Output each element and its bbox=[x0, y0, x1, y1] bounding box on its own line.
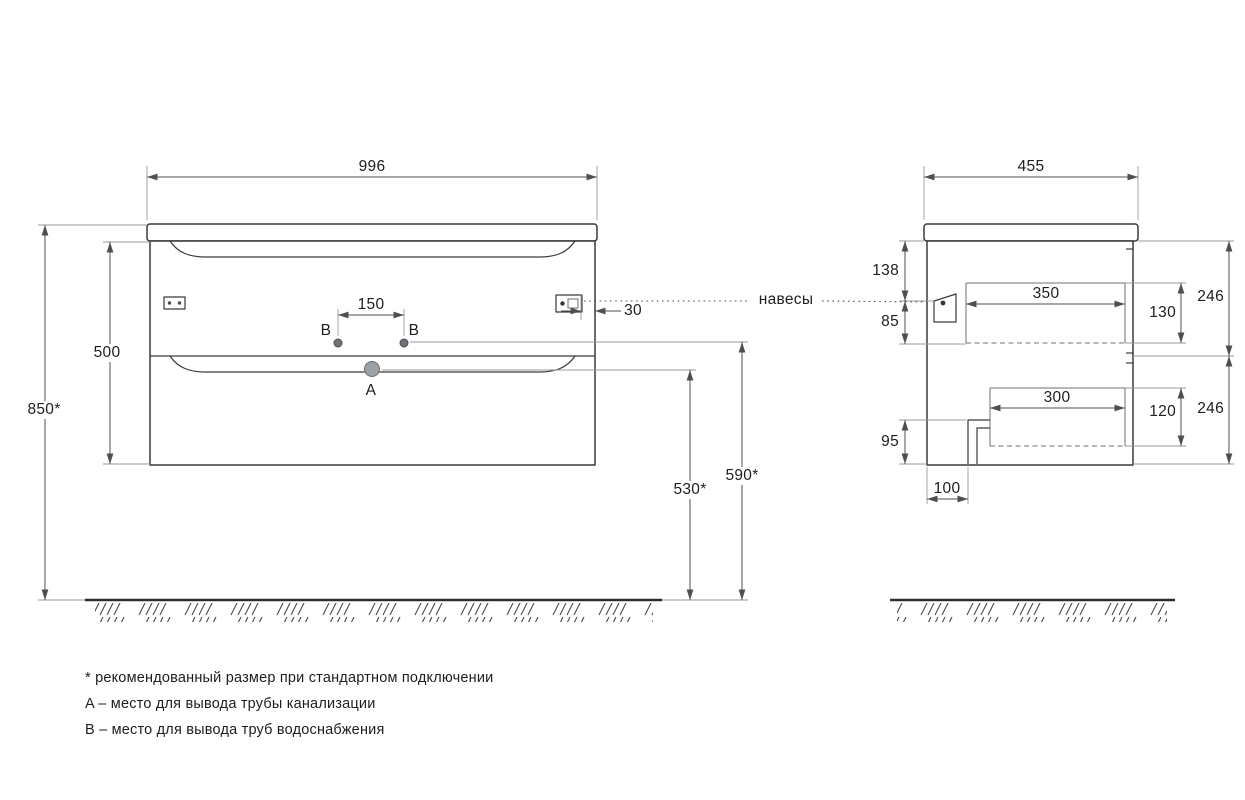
side-dimensions: 455 138 85 350 130 246 bbox=[872, 158, 1234, 504]
dim-bottom-drawer-height-label: 120 bbox=[1149, 403, 1176, 420]
hangers-callout: навесы bbox=[584, 291, 935, 308]
top-drawer-handle-groove bbox=[169, 240, 576, 258]
dim-width-label: 996 bbox=[359, 158, 386, 175]
footnote-b: B – место для вывода труб водоснабжения bbox=[85, 722, 385, 738]
dim-top-front-246: 246 bbox=[1133, 240, 1234, 357]
drain-outlet-hole-a bbox=[364, 361, 380, 377]
dim-top-drawer-depth-350: 350 bbox=[966, 285, 1125, 308]
floor-hatch-side bbox=[897, 603, 1167, 622]
dim-hanger-offset-label: 30 bbox=[624, 302, 642, 319]
wall-bracket-left bbox=[163, 296, 186, 310]
floor-hatch-front bbox=[95, 603, 653, 622]
water-outlet-hole-b-right bbox=[399, 338, 409, 348]
bottom-drawer-box bbox=[989, 387, 1126, 447]
floor-side bbox=[890, 598, 1175, 622]
label-a: A bbox=[366, 382, 377, 399]
dim-top-drawer-height-label: 130 bbox=[1149, 304, 1176, 321]
cabinet-body-side bbox=[926, 240, 1134, 466]
dim-top-front-label: 246 bbox=[1197, 288, 1224, 305]
dim-drain-bottom-95: 95 bbox=[881, 419, 966, 465]
dim-bottom-drawer-height-120: 120 bbox=[1125, 387, 1186, 447]
countertop-front bbox=[146, 223, 598, 242]
front-view: B B A bbox=[146, 223, 598, 466]
dim-carcass-height-label: 500 bbox=[94, 344, 121, 361]
dim-depth-455: 455 bbox=[923, 158, 1139, 220]
dim-width-996: 996 bbox=[146, 158, 598, 220]
countertop-side bbox=[923, 223, 1139, 242]
drain-pipe bbox=[967, 419, 990, 464]
dim-drain-height-label: 530* bbox=[673, 481, 706, 498]
dim-hanger-offset-30: 30 bbox=[561, 294, 642, 320]
water-outlet-hole-b-left bbox=[333, 338, 343, 348]
dim-b-spacing-150: 150 bbox=[337, 296, 405, 336]
footnotes: * рекомендованный размер при стандартном… bbox=[85, 670, 493, 738]
front-dimensions: 996 500 850* 150 30 bbox=[22, 158, 765, 600]
dim-drain-back-label: 100 bbox=[934, 480, 961, 497]
dim-bottom-front-246: 246 bbox=[1133, 356, 1234, 465]
dim-hanger-top-138: 138 bbox=[872, 240, 934, 302]
side-view bbox=[923, 223, 1139, 466]
footnote-a: A – место для вывода трубы канализации bbox=[85, 696, 376, 712]
hanger-bracket-side bbox=[933, 293, 957, 323]
dim-hanger-zone-label: 85 bbox=[881, 313, 899, 330]
floor-front bbox=[38, 598, 748, 622]
dim-bottom-front-label: 246 bbox=[1197, 400, 1224, 417]
top-drawer-box bbox=[965, 282, 1126, 344]
dim-top-drawer-depth-label: 350 bbox=[1033, 285, 1060, 302]
dim-depth-label: 455 bbox=[1018, 158, 1045, 175]
dim-install-height-850: 850* bbox=[22, 224, 147, 600]
dim-carcass-height-500: 500 bbox=[88, 241, 150, 465]
dim-water-height-label: 590* bbox=[725, 467, 758, 484]
dim-bottom-drawer-depth-label: 300 bbox=[1044, 389, 1071, 406]
dim-b-spacing-label: 150 bbox=[358, 296, 385, 313]
dim-drain-bottom-label: 95 bbox=[881, 433, 899, 450]
wall-bracket-right bbox=[555, 294, 583, 313]
cabinet-body-front bbox=[149, 240, 596, 466]
dim-hanger-top-label: 138 bbox=[872, 262, 899, 279]
dim-bottom-drawer-depth-300: 300 bbox=[990, 389, 1125, 412]
dim-drain-height-530: 530* bbox=[382, 369, 713, 600]
dim-drain-back-100: 100 bbox=[926, 467, 969, 504]
hangers-label: навесы bbox=[759, 291, 814, 308]
label-b-right: B bbox=[409, 322, 420, 339]
dim-hanger-zone-85: 85 bbox=[881, 301, 966, 345]
dim-install-height-label: 850* bbox=[27, 401, 60, 418]
footnote-asterisk: * рекомендованный размер при стандартном… bbox=[85, 670, 493, 686]
dim-top-drawer-height-130: 130 bbox=[1125, 282, 1186, 344]
dim-water-height-590: 590* bbox=[410, 341, 765, 600]
label-b-left: B bbox=[321, 322, 332, 339]
